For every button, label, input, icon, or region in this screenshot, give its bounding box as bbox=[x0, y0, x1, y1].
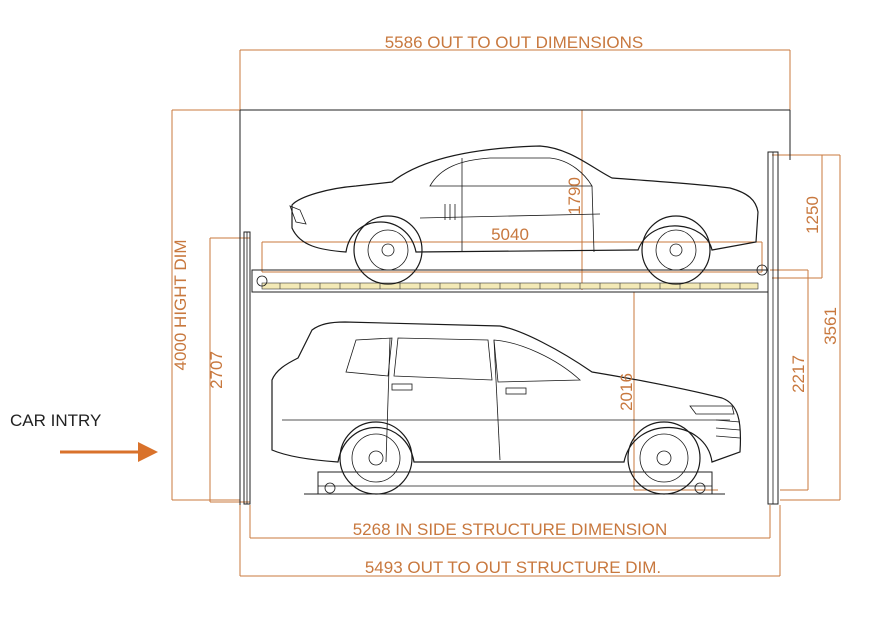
upper-car bbox=[289, 145, 759, 285]
dim-upper-car-length: 5040 bbox=[491, 225, 529, 244]
dim-bottom-out-to-out: 5493 OUT TO OUT STRUCTURE DIM. bbox=[365, 558, 661, 577]
car-entry-label: CAR INTRY bbox=[10, 411, 101, 430]
dim-right-lower-height: 2217 bbox=[789, 355, 808, 393]
car-entry-arrow-icon bbox=[60, 442, 158, 462]
dim-top-out-to-out: 5586 OUT TO OUT DIMENSIONS bbox=[385, 33, 644, 52]
lift-structure bbox=[239, 109, 791, 505]
dim-lower-gap: 2016 bbox=[617, 373, 636, 411]
dim-overall-height: 4000 HIGHT DIM bbox=[171, 239, 190, 370]
dimension-lines bbox=[171, 49, 841, 577]
dim-left-clear-height: 2707 bbox=[207, 351, 226, 389]
lower-car bbox=[271, 321, 742, 495]
dim-inside-structure: 5268 IN SIDE STRUCTURE DIMENSION bbox=[353, 520, 668, 539]
dim-right-upper-height: 1250 bbox=[803, 196, 822, 234]
dim-right-total-height: 3561 bbox=[821, 307, 840, 345]
dim-upper-car-height: 1790 bbox=[565, 177, 584, 215]
